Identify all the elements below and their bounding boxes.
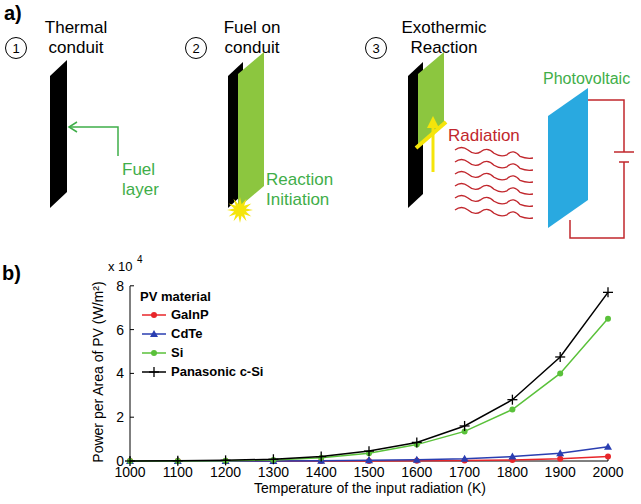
axis-multiplier-exponent: 4 xyxy=(137,254,143,266)
annotation: Reaction Initiation xyxy=(266,170,352,209)
data-marker xyxy=(461,455,469,462)
y-tick-label: 8 xyxy=(116,278,124,294)
axis-ticks xyxy=(130,286,608,461)
x-tick-label: 1300 xyxy=(258,464,289,480)
data-line xyxy=(130,319,608,461)
data-marker xyxy=(512,395,513,405)
step-circle: 3 xyxy=(365,37,387,59)
radiation-wave xyxy=(455,172,533,183)
panel-letter: a) xyxy=(4,2,22,25)
y-tick-label: 6 xyxy=(116,322,124,338)
data-marker xyxy=(365,456,373,463)
x-tick-label: 1200 xyxy=(210,464,241,480)
data-marker xyxy=(416,437,417,447)
x-tick-label: 1000 xyxy=(114,464,145,480)
x-tick-label: 1600 xyxy=(401,464,432,480)
data-marker xyxy=(321,452,322,462)
radiation-wave xyxy=(455,148,533,159)
legend-label: Si xyxy=(171,346,183,361)
data-marker xyxy=(605,316,611,322)
step-title: Fuel on conduit xyxy=(210,18,294,57)
thermal-conduit-plate xyxy=(50,60,67,208)
data-marker xyxy=(607,287,608,297)
front-arrowhead xyxy=(427,116,439,128)
x-tick-label: 1500 xyxy=(353,464,384,480)
radiation-wave xyxy=(455,184,533,195)
y-tick xyxy=(130,329,134,330)
legend-label: CdTe xyxy=(171,327,203,342)
step-circle: 2 xyxy=(185,37,207,59)
fuel-plate xyxy=(418,52,444,146)
data-marker xyxy=(605,454,611,460)
legend-title: PV material xyxy=(140,290,211,305)
radiation-wave xyxy=(455,196,533,207)
radiation-wave xyxy=(455,160,533,171)
annotation: Photovoltaic xyxy=(543,70,630,88)
x-tick-label: 1400 xyxy=(306,464,337,480)
legend-sample xyxy=(142,312,166,318)
data-marker xyxy=(413,456,421,463)
axis-title: Power per Area of PV (W/m²) xyxy=(90,281,106,462)
data-marker xyxy=(560,352,561,362)
legend-label: Panasonic c-Si xyxy=(171,365,263,380)
front-arrow xyxy=(432,126,435,172)
x-tick-label: 1900 xyxy=(545,464,576,480)
data-marker xyxy=(508,453,516,460)
panel-letter: b) xyxy=(2,262,21,285)
annotation: Fuel layer xyxy=(122,160,172,199)
step-circle: 1 xyxy=(5,37,27,59)
chart-curves xyxy=(125,287,613,466)
data-marker xyxy=(604,443,612,450)
legend-sample xyxy=(142,330,166,337)
data-marker xyxy=(151,312,157,318)
data-marker xyxy=(225,455,226,465)
y-tick-label: 4 xyxy=(116,365,124,381)
x-tick-label: 1700 xyxy=(449,464,480,480)
step-number: 1 xyxy=(12,41,19,56)
circuit-wire xyxy=(588,100,624,152)
data-line xyxy=(130,292,608,461)
legend-sample xyxy=(142,350,166,356)
data-marker xyxy=(557,456,563,462)
battery-symbol xyxy=(619,161,629,163)
legend-samples xyxy=(142,312,166,377)
x-tick-label: 1800 xyxy=(497,464,528,480)
axis-multiplier: x 10 xyxy=(108,260,133,275)
data-marker xyxy=(509,407,515,413)
radiation-wave xyxy=(455,208,533,219)
x-tick-label: 1100 xyxy=(163,464,193,480)
data-marker xyxy=(150,330,158,337)
fuel-plate xyxy=(238,52,264,208)
y-tick xyxy=(130,373,134,374)
battery-symbol xyxy=(614,151,634,153)
y-tick xyxy=(130,417,134,418)
data-marker xyxy=(557,370,563,376)
legend-label: GaInP xyxy=(171,308,209,323)
step-title: Exothermic Reaction xyxy=(390,18,498,57)
data-marker xyxy=(556,449,564,456)
y-tick-label: 2 xyxy=(116,409,124,425)
leader-arrowhead xyxy=(69,122,77,132)
annotation: Radiation xyxy=(448,126,520,146)
data-marker xyxy=(368,446,369,456)
step-title: Thermal conduit xyxy=(30,18,122,57)
axis-title: Temperature of the input radiation (K) xyxy=(254,480,486,496)
step-number: 3 xyxy=(372,41,379,56)
data-marker xyxy=(464,421,465,431)
circuit-wire xyxy=(570,162,624,238)
starburst xyxy=(227,197,253,223)
legend-sample xyxy=(142,367,166,377)
data-marker xyxy=(153,367,154,377)
step-number: 2 xyxy=(192,41,199,56)
pv-panel xyxy=(548,88,588,228)
x-tick-label: 2000 xyxy=(592,464,623,480)
y-tick xyxy=(130,285,134,286)
radiation-waves xyxy=(455,148,533,219)
ignition-starburst xyxy=(227,197,253,223)
data-marker xyxy=(151,350,157,356)
data-marker xyxy=(273,454,274,464)
